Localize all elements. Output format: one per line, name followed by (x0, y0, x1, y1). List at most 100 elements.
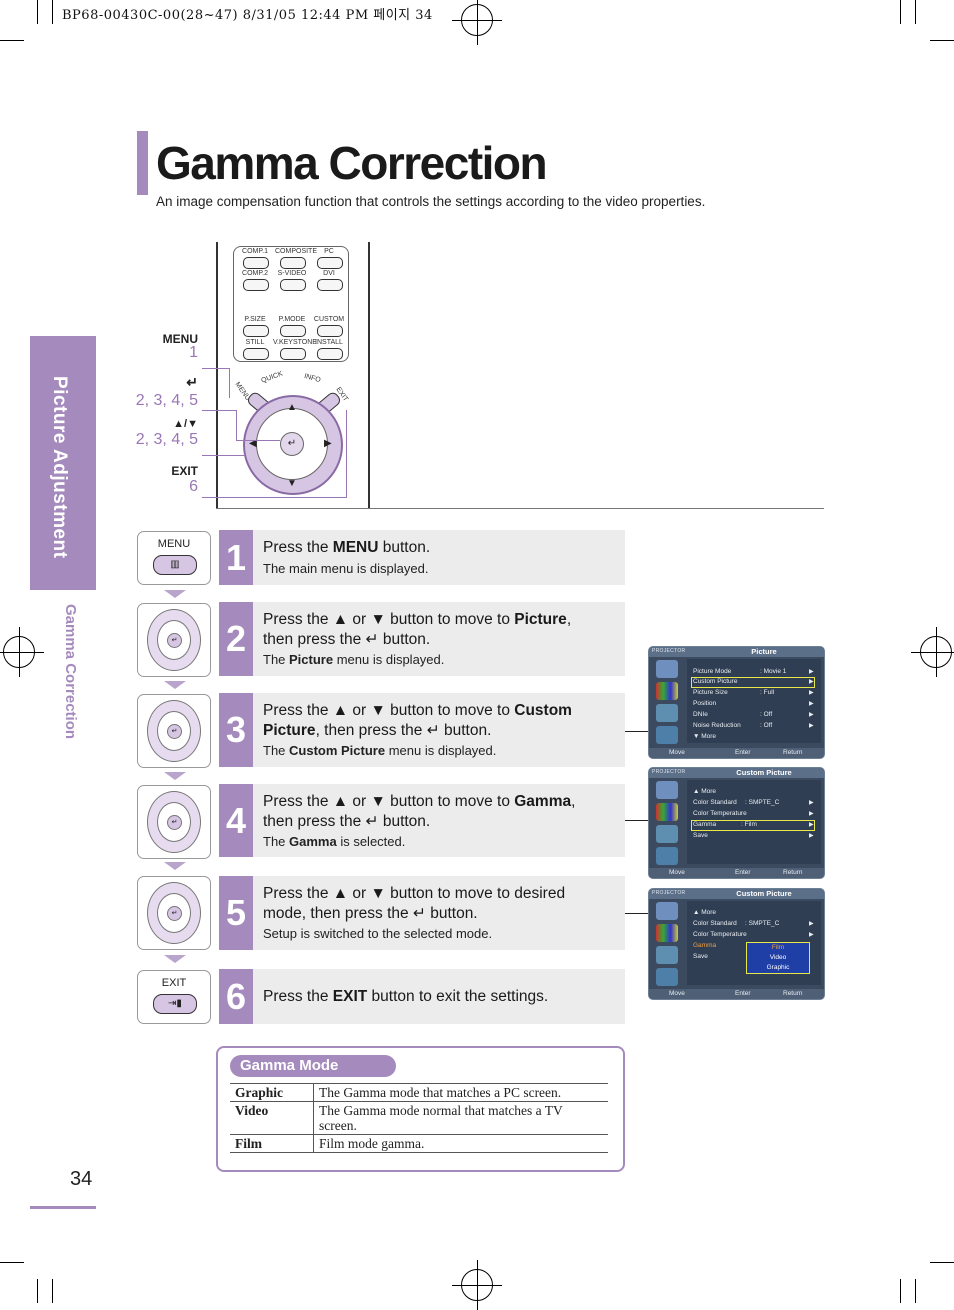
pointer-line (625, 820, 648, 821)
enter-button[interactable]: ↵ (280, 432, 304, 456)
callout-line (202, 497, 347, 498)
dvi-button[interactable] (317, 279, 343, 291)
remote-label-pc: PC (324, 248, 334, 255)
osd-category-icons (652, 781, 682, 869)
step-number: 2 (219, 602, 253, 676)
step-sub-text: The Picture menu is displayed. (263, 652, 445, 667)
exit-icon-label: EXIT (161, 977, 187, 989)
section-divider (216, 508, 824, 509)
comp2-button[interactable] (243, 279, 269, 291)
svideo-button[interactable] (280, 279, 306, 291)
gamma-mode-desc: The Gamma mode that matches a PC screen. (313, 1083, 608, 1102)
osd-item[interactable]: ▲ More (693, 788, 717, 795)
osd-item[interactable]: Picture Mode: Movie 1▶ (693, 668, 814, 675)
exit-button-icon: EXIT ⇥▮ (137, 970, 211, 1024)
osd-item[interactable]: Color Temperature▶ (693, 931, 814, 938)
pmode-button[interactable] (280, 325, 306, 337)
step-sub-text: The Custom Picture menu is displayed. (263, 743, 497, 758)
dpad-button-icon: ↵ (137, 876, 211, 950)
registration-mark (0, 627, 44, 677)
osd-footer-enter: Enter (735, 749, 751, 756)
right-arrow-icon[interactable]: ▶ (324, 438, 332, 449)
registration-mark (452, 0, 502, 45)
up-arrow-icon[interactable]: ▲ (287, 402, 297, 413)
osd-item[interactable]: Color Temperature▶ (693, 810, 814, 817)
install-button[interactable] (317, 348, 343, 360)
title-accent-bar (137, 131, 148, 195)
picture-icon (656, 924, 678, 942)
callout-line (229, 368, 230, 398)
dropdown-option-graphic[interactable]: Graphic (766, 964, 790, 971)
step-number: 6 (219, 969, 253, 1024)
step-instruction: Press the ▲ or ▼ button to move to Gamma… (253, 784, 625, 857)
vkeystone-button[interactable] (280, 348, 306, 360)
step-instruction: Press the ▲ or ▼ button to move to Custo… (253, 693, 625, 767)
osd-header: PROJECTOR Picture (649, 647, 824, 657)
remote-label-install: INSTALL (315, 339, 343, 346)
callout-exit-steps: 6 (189, 478, 198, 495)
print-header: BP68-00430C-00(28~47) 8/31/05 12:44 PM 페… (62, 8, 433, 23)
input-icon (656, 847, 678, 865)
osd-item[interactable]: DNIe: Off▶ (693, 711, 814, 718)
pc-button[interactable] (317, 257, 343, 269)
custom-button[interactable] (317, 325, 343, 337)
osd-item[interactable]: Noise Reduction: Off▶ (693, 722, 814, 729)
osd-footer-return: Return (783, 869, 803, 876)
step-main-text: Press the ▲ or ▼ button to move to desir… (263, 885, 566, 922)
osd-item[interactable]: Save (693, 953, 708, 960)
gamma-mode-name: Video (230, 1101, 314, 1135)
callout-updown-label: ▲/▼ (173, 418, 198, 430)
remote-control (216, 242, 370, 508)
osd-item[interactable]: Gamma: Film▶ (693, 821, 814, 828)
osd-item[interactable]: Picture Size: Full▶ (693, 689, 814, 696)
osd-footer-move: Move (669, 869, 685, 876)
crop-mark (930, 1262, 954, 1263)
remote-source-panel: COMP.1 COMPOSITE PC COMP.2 S-VIDEO DVI P… (233, 246, 349, 362)
osd-item[interactable]: Position▶ (693, 700, 814, 707)
osd-item[interactable]: ▼ More (693, 733, 717, 740)
section-tab-label: Picture Adjustment (49, 376, 70, 559)
osd-item[interactable]: Save▶ (693, 832, 814, 839)
osd-item[interactable]: Color Standard : SMPTE_C▶ (693, 920, 814, 927)
osd-item-gamma-active[interactable]: Gamma (693, 942, 717, 949)
section-tab: Picture Adjustment (30, 336, 96, 590)
table-row: Graphic The Gamma mode that matches a PC… (230, 1083, 608, 1102)
still-button[interactable] (243, 348, 269, 360)
osd-footer-return: Return (783, 990, 803, 997)
remote-label-vkeystone: V.KEYSTONE (273, 339, 317, 346)
gamma-mode-table: Graphic The Gamma mode that matches a PC… (230, 1083, 608, 1153)
step-sub-text: Setup is switched to the selected mode. (263, 926, 493, 941)
osd-item[interactable]: Color Standard : SMPTE_C▶ (693, 799, 814, 806)
menu-icon: ▥ (153, 555, 197, 575)
psize-button[interactable] (243, 325, 269, 337)
dpad-icon: ↵ (147, 882, 201, 944)
crop-mark (52, 0, 53, 24)
osd-screen-custom-picture: PROJECTOR Custom Picture ▲ More Color St… (648, 767, 825, 879)
dpad-icon: ↵ (147, 700, 201, 762)
registration-mark (911, 627, 954, 677)
step-sub-text: The Gamma is selected. (263, 834, 406, 849)
dropdown-option-film[interactable]: Film (771, 944, 785, 951)
crop-mark (930, 40, 954, 41)
left-arrow-icon[interactable]: ◀ (249, 438, 257, 449)
subsection-label: Gamma Correction (62, 604, 79, 740)
composite-button[interactable] (280, 257, 306, 269)
callout-line (236, 440, 280, 441)
down-arrow-icon[interactable]: ▼ (287, 478, 297, 489)
dpad-button-icon: ↵ (137, 694, 211, 768)
osd-header: PROJECTOR Custom Picture (649, 768, 824, 778)
comp1-button[interactable] (243, 257, 269, 269)
osd-footer-move: Move (669, 749, 685, 756)
osd-item[interactable]: Custom Picture▶ (693, 678, 814, 685)
flow-arrow-icon (164, 681, 186, 689)
projector-icon (656, 902, 678, 920)
callout-line (236, 410, 237, 440)
callout-line (202, 368, 230, 369)
dpad-icon: ↵ (147, 609, 201, 671)
step-instruction: Press the ▲ or ▼ button to move to Pictu… (253, 602, 625, 676)
gamma-dropdown[interactable]: Film Video Graphic (746, 942, 810, 974)
osd-item[interactable]: ▲ More (693, 909, 717, 916)
remote-label-comp1: COMP.1 (242, 248, 268, 255)
step-main-text: Press the EXIT button to exit the settin… (263, 988, 549, 1005)
dropdown-option-video[interactable]: Video (769, 954, 787, 961)
